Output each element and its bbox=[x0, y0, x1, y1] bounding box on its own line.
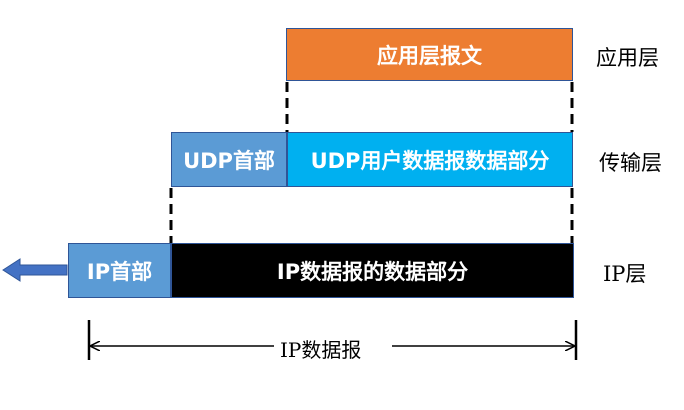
application-message-label: 应用层报文 bbox=[377, 43, 482, 68]
ip-header-label: IP首部 bbox=[86, 259, 153, 284]
ip-datagram-span-label: IP数据报 bbox=[280, 338, 362, 362]
ip-header-box: IP首部 bbox=[68, 243, 171, 298]
udp-data-box: UDP用户数据报数据部分 bbox=[287, 132, 573, 187]
ip-data-box: IP数据报的数据部分 bbox=[171, 243, 574, 298]
udp-header-label: UDP首部 bbox=[183, 148, 275, 173]
udp-data-label: UDP用户数据报数据部分 bbox=[310, 148, 550, 173]
application-message-box: 应用层报文 bbox=[286, 28, 573, 81]
udp-header-box: UDP首部 bbox=[171, 132, 287, 187]
transport-layer-label: 传输层 bbox=[599, 151, 662, 175]
ip-data-label: IP数据报的数据部分 bbox=[276, 259, 469, 284]
downward-layer-arrow-icon bbox=[2, 258, 68, 282]
application-layer-label: 应用层 bbox=[596, 46, 659, 70]
network-layer-label: IP层 bbox=[603, 262, 647, 286]
